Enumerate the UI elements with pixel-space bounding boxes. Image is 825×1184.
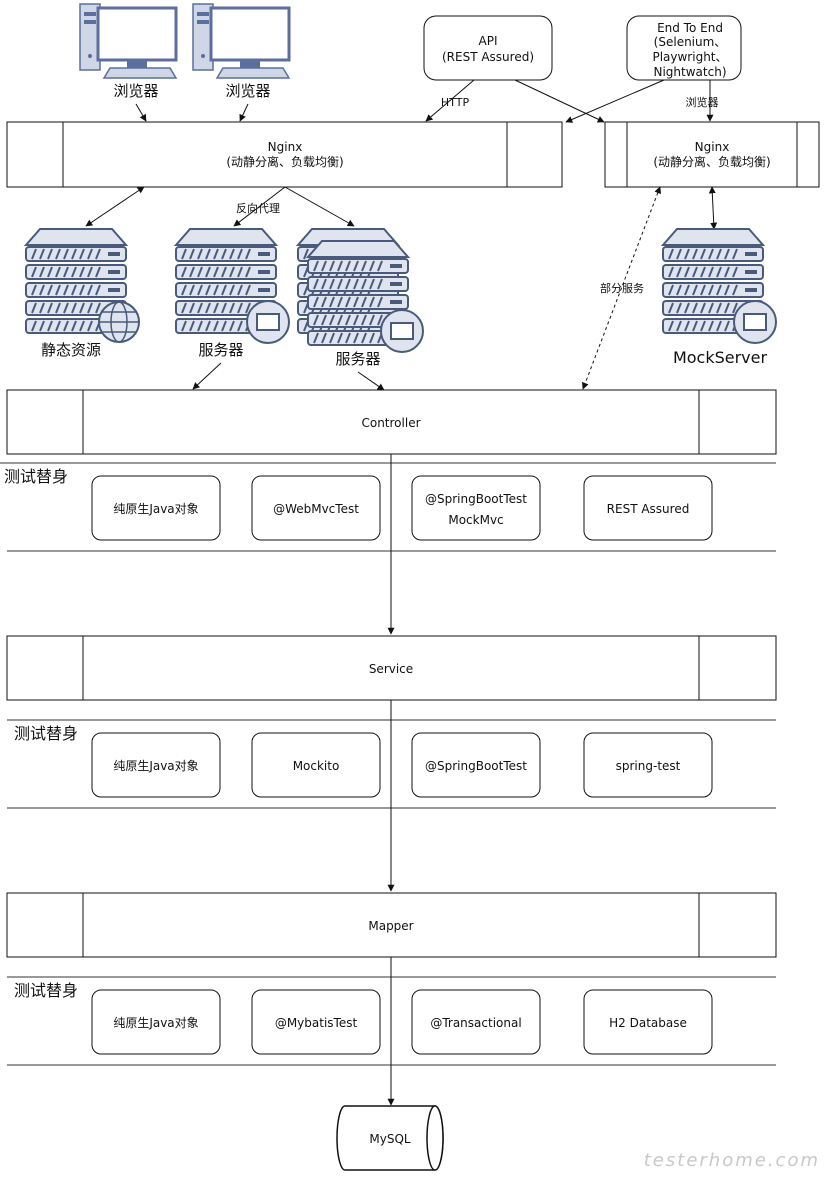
service-double-mockito: Mockito [251,732,381,798]
double-label: spring-test [616,759,681,773]
browser-edge-label: 浏览器 [686,95,719,109]
service-double-springboottest: @SpringBootTest [411,732,541,798]
mapper-double-plain-java: 纯原生Java对象 [91,989,221,1055]
double-label: @MybatisTest [275,1016,358,1030]
api-client-box: API (REST Assured) [423,15,553,81]
nginx-mock-box: Nginx (动静分离、负载均衡) [604,121,820,188]
double-label: @Transactional [430,1016,521,1030]
monitor-badge-icon [380,309,424,353]
e2e-title: End To End [657,21,723,35]
double-label: @WebMvcTest [273,502,359,516]
browser-client-2: 浏览器 [191,2,291,100]
api-to-nginx-arrow [425,79,475,122]
monitor-badge-icon [246,300,290,344]
server2-to-controller-arrow [357,371,385,391]
monitor-badge-icon [733,300,777,344]
double-label: REST Assured [607,502,690,516]
desktop-computer-icon [191,2,291,80]
app-server-cluster: 服务器 [298,229,424,368]
controller-double-plain-java: 纯原生Java对象 [91,475,221,541]
api-to-mock-nginx-arrow [514,79,605,123]
nginx-server2-arrow [284,186,355,227]
browser2-to-nginx-arrow [239,103,249,122]
app-server-2-label: 服务器 [335,350,380,368]
app-server-1: 服务器 [176,229,290,359]
app-server-1-label: 服务器 [198,341,243,359]
mockserver-label: MockServer [673,348,768,367]
desktop-computer-icon [78,2,178,80]
partial-service-edge-label: 部分服务 [600,281,644,295]
double-label: 纯原生Java对象 [113,502,198,516]
static-resource-label: 静态资源 [41,341,101,359]
e2e-tools-line-3: Nightwatch) [654,65,727,79]
service-test-doubles-label: 测试替身 [14,724,78,743]
nginx-main-box: Nginx (动静分离、负载均衡) [6,121,563,188]
watermark: testerhome.com [644,1150,820,1171]
http-edge-label: HTTP [441,96,470,109]
controller-double-springboottest: @SpringBootTest MockMvc [411,475,541,541]
controller-layer-box: Controller [6,389,777,455]
double-label: 纯原生Java对象 [113,759,198,773]
mapper-double-h2-database: H2 Database [583,989,713,1055]
partial-service-dashed-arrow [581,186,662,390]
nginx-server1-arrow [233,186,286,227]
double-label: H2 Database [609,1016,687,1030]
mapper-double-mybatistest: @MybatisTest [251,989,381,1055]
mapper-layer-box: Mapper [6,892,777,958]
service-double-spring-test: spring-test [583,732,713,798]
mysql-label: MySQL [369,1132,411,1146]
nginx-main-subtitle: (动静分离、负载均衡) [226,154,343,169]
nginx-mock-title: Nginx [695,140,730,154]
e2e-client-box: End To End (Selenium、 Playwright、 Nightw… [626,15,742,81]
browser1-to-nginx-arrow [135,103,147,122]
browser-label: 浏览器 [113,82,158,100]
double-label-extra: MockMvc [448,513,503,527]
nginx-mockserver-double-arrow [708,186,718,230]
mapper-double-transactional: @Transactional [411,989,541,1055]
double-label: Mockito [293,759,340,773]
nginx-static-double-arrow [85,186,145,227]
api-subtitle: (REST Assured) [442,50,534,64]
controller-double-rest-assured: REST Assured [583,475,713,541]
nginx-main-title: Nginx [268,140,303,154]
api-title: API [479,34,498,48]
reverse-proxy-edge-label: 反向代理 [236,201,280,215]
controller-test-doubles-label: 测试替身 [4,467,68,486]
e2e-tools-line-2: Playwright、 [652,50,727,64]
service-double-plain-java: 纯原生Java对象 [91,732,221,798]
service-title: Service [369,662,413,676]
double-label: @SpringBootTest [425,492,527,506]
browser-client-1: 浏览器 [78,2,178,100]
mapper-test-doubles-label: 测试替身 [14,981,78,1000]
globe-icon [98,301,140,343]
service-layer-box: Service [6,635,777,701]
e2e-tools-line-1: (Selenium、 [654,35,727,49]
browser-label: 浏览器 [225,82,270,100]
nginx-mock-subtitle: (动静分离、负载均衡) [653,154,770,169]
mapper-title: Mapper [368,919,413,933]
e2e-to-nginx-arrow [565,79,665,123]
mock-server: MockServer [663,229,777,367]
controller-double-webmvctest: @WebMvcTest [251,475,381,541]
server1-to-controller-arrow [192,362,222,390]
static-resource-server: 静态资源 [26,229,140,359]
mysql-database: MySQL [336,1105,444,1171]
controller-title: Controller [361,416,420,430]
double-label: 纯原生Java对象 [113,1016,198,1030]
double-label: @SpringBootTest [425,759,527,773]
